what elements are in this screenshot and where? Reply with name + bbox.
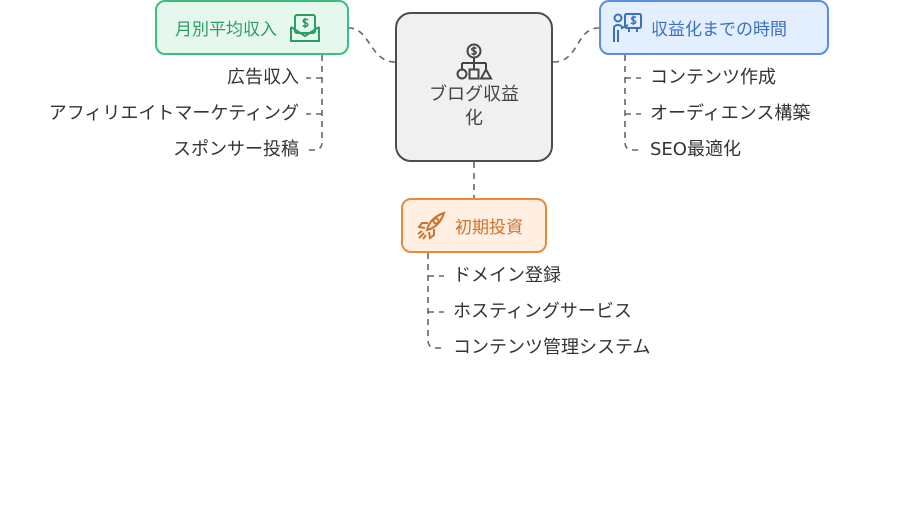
central-topic-node[interactable]: ブログ収益 化 xyxy=(395,12,553,162)
initial-investment-item: ドメイン登録 xyxy=(453,265,561,286)
rocket-icon xyxy=(415,210,447,242)
monthly-income-item: 広告収入 xyxy=(227,67,299,88)
initial-investment-item: コンテンツ管理システム xyxy=(453,337,651,358)
hierarchy-dollar-icon xyxy=(454,43,494,83)
time-to-monetize-item: コンテンツ作成 xyxy=(650,67,776,88)
time-to-monetize-item: SEO最適化 xyxy=(650,139,741,160)
time-to-monetize-node[interactable]: 収益化までの時間 xyxy=(599,0,829,55)
initial-investment-node[interactable]: 初期投資 xyxy=(401,198,547,253)
cash-envelope-icon xyxy=(289,13,321,43)
monthly-income-item: アフィリエイトマーケティング xyxy=(48,103,299,124)
time-to-monetize-item: オーディエンス構築 xyxy=(650,103,811,124)
central-topic-label: ブログ収益 化 xyxy=(429,84,519,129)
initial-investment-label: 初期投資 xyxy=(455,218,523,238)
monthly-income-label: 月別平均収入 xyxy=(175,20,277,40)
time-to-monetize-label: 収益化までの時間 xyxy=(651,20,787,40)
monthly-income-node[interactable]: 月別平均収入 xyxy=(155,0,349,55)
monthly-income-item: スポンサー投稿 xyxy=(173,139,299,160)
initial-investment-item: ホスティングサービス xyxy=(453,301,632,322)
presenter-dollar-icon xyxy=(611,12,643,44)
